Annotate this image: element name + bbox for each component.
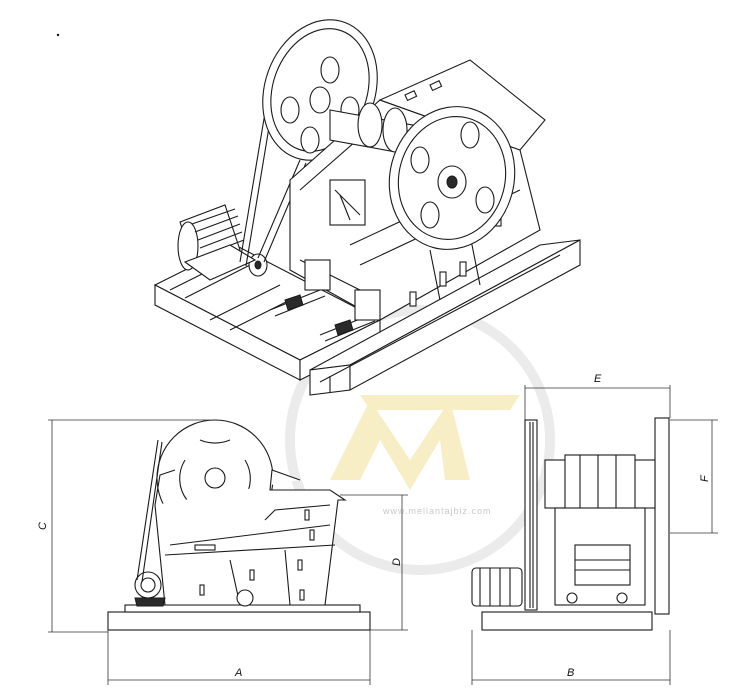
dimension-label-a: A [234, 667, 242, 679]
side-base-plate [107, 611, 371, 631]
watermark-text: www.mellantajbiz.com [382, 506, 492, 516]
dimension-label-f: F [699, 474, 711, 482]
side-crusher-body [154, 469, 347, 606]
isometric-view [153, 19, 581, 396]
base-frame [153, 239, 581, 396]
front-right-flywheel [654, 417, 670, 615]
dimension-label-c: C [37, 522, 49, 530]
front-view [471, 385, 718, 685]
dimension-label-e: E [594, 373, 602, 385]
front-base-plate [481, 611, 653, 631]
dimension-label-d: D [391, 558, 403, 566]
motor-iso [177, 204, 268, 281]
front-left-flywheel [524, 419, 538, 611]
stray-dot [56, 33, 60, 37]
dimension-label-b: B [567, 667, 574, 679]
side-view [48, 419, 408, 685]
flywheel-front [388, 106, 516, 250]
tension-springs-iso [269, 259, 381, 342]
